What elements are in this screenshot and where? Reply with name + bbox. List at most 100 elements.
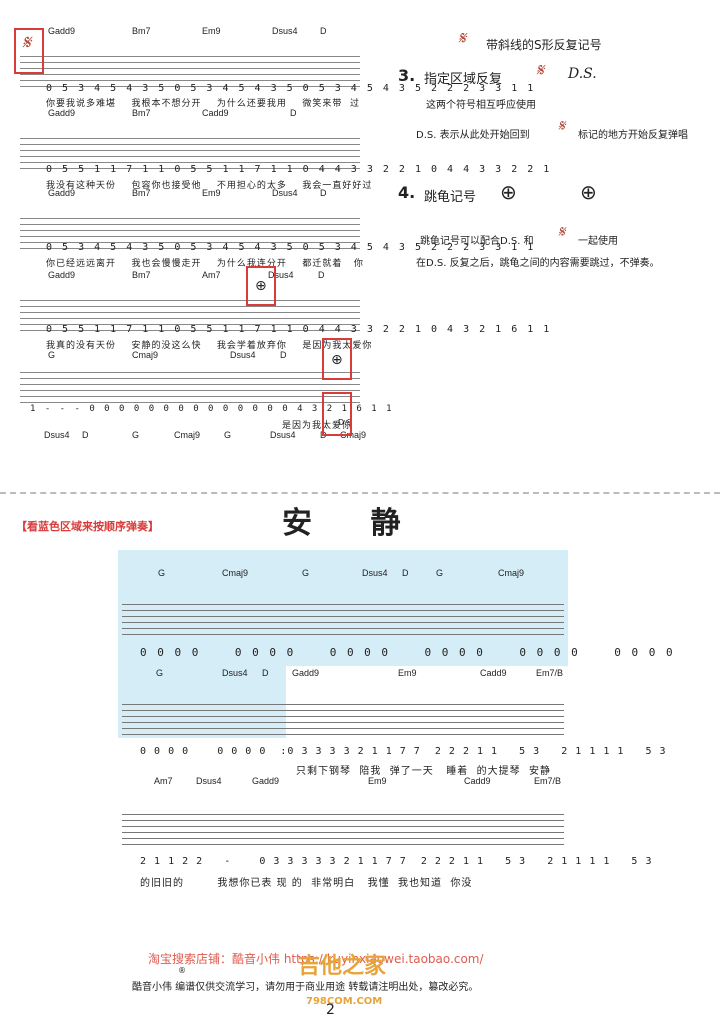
lyrics-line: 只剩下钢琴 陪我 弹了一天 睡着 的大提琴 安静 — [296, 766, 551, 777]
coda-icon: ⊕ — [580, 180, 597, 204]
song-title: 安 静 — [282, 506, 425, 541]
chord-name: Am7 — [202, 270, 221, 280]
chord-name: Am7 — [154, 776, 173, 786]
coda-highlight-box-2 — [322, 338, 352, 380]
chord-name: Cmaj9 — [132, 350, 159, 360]
segno-icon: 𝄋 — [558, 116, 565, 135]
chord-name: Gadd9 — [292, 668, 320, 678]
chord-row: G Cmaj9 G Dsus4 D G Cmaj9 — [118, 568, 568, 582]
tab-staff — [122, 604, 564, 636]
jianpu-line: 0 5 3 4 5 4 3 5 0 5 3 4 5 4 3 5 0 5 3 4 … — [46, 242, 536, 253]
chord-name: Dsus4 — [272, 188, 298, 198]
chord-name: Cmaj9 — [340, 430, 367, 440]
registered-mark: ® — [178, 966, 186, 975]
lyrics-line: 你已经远远离开 我也会慢慢走开 为什么我连分开 都迁就着 你 — [46, 259, 364, 269]
item3-label: 3. — [398, 66, 416, 85]
lyrics-line: 是因为我太爱你 — [282, 421, 353, 431]
chord-name: D — [318, 270, 325, 280]
chord-name: Dsus4 — [222, 668, 248, 678]
chord-name: G — [224, 430, 232, 440]
chord-name: Bm7 — [132, 270, 151, 280]
coda-icon: ⊕ — [255, 278, 267, 294]
chord-row: Gadd9 Bm7 Am7 Dsus4 D — [40, 270, 360, 284]
watermark-url: 798COM.COM — [306, 996, 383, 1007]
explanation-panel: 𝄋 带斜线的S形反复记号 3. 指定区域反复 𝄋 D.S. 这两个符号相互呼应使… — [390, 28, 720, 269]
segno-icon: 𝄋 — [22, 30, 31, 54]
chord-name: D — [402, 568, 409, 578]
chord-name: G — [436, 568, 444, 578]
chord-name: D — [320, 26, 327, 36]
chord-name: Gadd9 — [48, 108, 76, 118]
chord-name: Gadd9 — [48, 26, 76, 36]
chord-row: Dsus4 D G Cmaj9 G Dsus4 D Cmaj9 — [40, 430, 366, 444]
highlight-region — [118, 550, 568, 666]
jianpu-line: 0 5 3 4 5 4 3 5 0 5 3 4 5 4 3 5 0 5 3 4 … — [46, 83, 536, 94]
watermark-logo: 吉他之家 — [298, 954, 387, 979]
chord-name: Em9 — [202, 26, 221, 36]
chord-name: Dsus4 — [270, 430, 296, 440]
chord-name: Cadd9 — [480, 668, 507, 678]
chord-row: Gadd9 Bm7 Cadd9 D — [40, 108, 360, 122]
chord-name: G — [48, 350, 56, 360]
chord-name: Gadd9 — [48, 188, 76, 198]
coda-icon: ⊕ — [331, 352, 343, 368]
ds-text: D.S. — [568, 66, 597, 82]
item3-line2-prefix: D.S. 表示从此处开始回到 — [416, 130, 530, 141]
page-number: 2 — [326, 1002, 335, 1018]
chord-row: G Cmaj9 Dsus4 D — [40, 350, 360, 364]
chord-name: D — [320, 188, 327, 198]
chord-name: Gadd9 — [48, 270, 76, 280]
item4-line1-prefix: 跳龟记号可以配合D.S. 和 — [420, 236, 534, 247]
footer-copyright: 酷音小伟 编谱仅供交流学习，请勿用于商业用途 转载请注明出处，篡改必究。 — [132, 982, 479, 993]
tab-staff — [20, 300, 360, 340]
jianpu-line: 0 5 5 1 1 7 1 1 0 5 5 1 1 7 1 1 0 4 4 3 … — [46, 324, 552, 335]
chord-name: Bm7 — [132, 108, 151, 118]
chord-name: Dsus4 — [268, 270, 294, 280]
chord-name: D — [280, 350, 287, 360]
chord-name: Gadd9 — [252, 776, 280, 786]
chord-name: D — [82, 430, 89, 440]
chord-name: Dsus4 — [196, 776, 222, 786]
jianpu-line: 2 1 1 2 2 - 0 3 3 3 3 3 2 1 1 7 7 2 2 2 … — [140, 856, 653, 867]
footer-shop[interactable]: 淘宝搜索店铺：酷音小伟 https://kuyinxiaowei.taobao.… — [148, 952, 484, 966]
page-divider — [0, 492, 720, 494]
chord-name: Dsus4 — [230, 350, 256, 360]
chord-name: D — [262, 668, 269, 678]
lyrics-line: 你要我说多难堪 我根本不想分开 为什么还要我用 微笑来带 过 — [46, 99, 361, 109]
chord-name: G — [132, 430, 140, 440]
tab-staff — [122, 704, 564, 736]
instruction-text: 【看蓝色区域来按顺序弹奏】 — [16, 520, 159, 533]
tab-staff — [20, 138, 360, 178]
jianpu-line: 1 - - - 0 0 0 0 0 0 0 0 0 0 0 0 0 0 4 3 … — [30, 404, 394, 414]
jianpu-line: 0 0 0 0 0 0 0 0 0 0 0 0 0 0 0 0 0 0 0 0 … — [140, 646, 675, 659]
ds-mark: D.S — [338, 418, 352, 427]
lyrics-line: 我没有这种天份 包容你也接受他 不用担心的太多 我会一直好好过 — [46, 181, 373, 191]
chord-name: Cmaj9 — [222, 568, 249, 578]
chord-row: Gadd9 Bm7 Em9 Dsus4 D — [40, 26, 360, 40]
lyrics-line: 的旧旧的 我想你已表 现 的 非常明白 我懂 我也知道 你没 — [140, 878, 473, 889]
highlight-region — [118, 666, 286, 738]
segno-icon: 𝄋 — [558, 222, 565, 241]
chord-name: Bm7 — [132, 188, 151, 198]
chord-row: Am7 Dsus4 Gadd9 Em9 Cadd9 Em7/B — [118, 776, 568, 790]
jianpu-line: 0 0 0 0 0 0 0 0 :0 3 3 3 3 2 1 1 7 7 2 2… — [140, 746, 667, 757]
chord-name: Cmaj9 — [174, 430, 201, 440]
chord-row: G Dsus4 D Gadd9 Em9 Cadd9 Em7/B — [118, 668, 568, 682]
coda-icon: ⊕ — [500, 180, 517, 204]
segno-highlight-box — [14, 28, 44, 74]
segno-title: 带斜线的S形反复记号 — [486, 38, 602, 52]
tab-staff — [20, 218, 360, 258]
chord-name: Bm7 — [132, 26, 151, 36]
chord-name: Em9 — [398, 668, 417, 678]
tab-staff — [122, 814, 564, 846]
jianpu-line: 0 5 5 1 1 7 1 1 0 5 5 1 1 7 1 1 0 4 4 3 … — [46, 164, 552, 175]
chord-name: Cmaj9 — [498, 568, 525, 578]
chord-row: Gadd9 Bm7 Em9 Dsus4 D — [40, 188, 360, 202]
chord-name: Em7/B — [534, 776, 562, 786]
score-top: Gadd9 Bm7 Em9 Dsus4 D 0 5 3 4 5 4 3 5 0 … — [20, 26, 549, 451]
chord-name: Dsus4 — [44, 430, 70, 440]
chord-name: G — [156, 668, 164, 678]
chord-name: Dsus4 — [272, 26, 298, 36]
item3-line1: 这两个符号相互呼应使用 — [426, 100, 536, 111]
item3-title: 指定区域反复 — [424, 72, 503, 87]
